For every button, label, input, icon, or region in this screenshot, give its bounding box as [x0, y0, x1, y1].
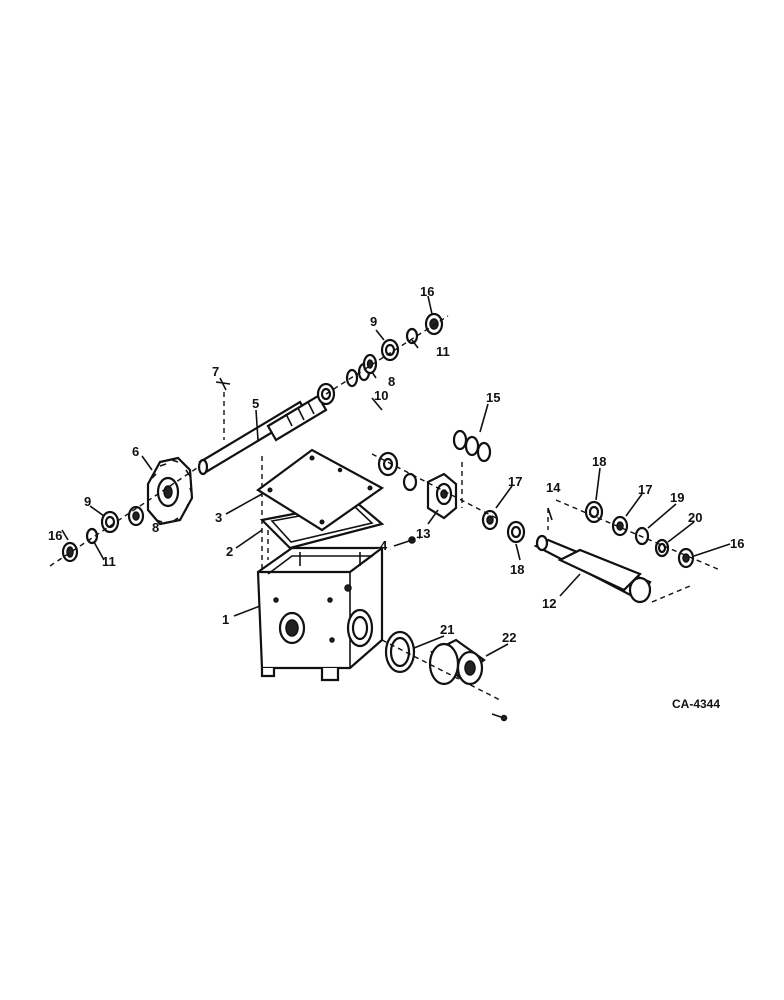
leader-lines	[61, 295, 731, 657]
callout-9-upper: 9	[370, 314, 377, 329]
assembly-lines	[49, 315, 721, 701]
callout-11-left: 11	[102, 554, 116, 569]
callout-18-center: 18	[510, 562, 524, 577]
callout-17-right: 17	[638, 482, 652, 497]
callout-11-upper: 11	[436, 344, 450, 359]
bevel-gear	[146, 456, 194, 526]
callout-15: 15	[486, 390, 500, 405]
callout-20: 20	[688, 510, 702, 525]
o-rings	[452, 429, 492, 463]
center-bearing-stack	[481, 509, 526, 544]
gearbox-housing	[256, 546, 384, 682]
cap-screw	[393, 536, 416, 547]
callout-12: 12	[542, 596, 556, 611]
callout-22: 22	[502, 630, 516, 645]
callout-8-left: 8	[152, 520, 159, 535]
catalog-code: CA-4344	[672, 697, 720, 711]
callout-5: 5	[252, 396, 259, 411]
callout-16-left: 16	[48, 528, 62, 543]
seal-ring	[384, 630, 416, 674]
callout-21: 21	[440, 622, 454, 637]
callout-4: 4	[380, 538, 388, 553]
output-flange-gear	[377, 451, 458, 520]
callout-7: 7	[212, 364, 219, 379]
callout-labels: 1 2 3 4 5 6 7 8 8 9 9 10 11 11 12 13 14 …	[48, 284, 744, 711]
callout-17-center: 17	[508, 474, 522, 489]
callout-3: 3	[215, 510, 222, 525]
left-bearing-stack	[61, 505, 145, 563]
callout-1: 1	[222, 612, 229, 627]
callout-6: 6	[132, 444, 139, 459]
pin	[215, 377, 231, 391]
callout-9-left: 9	[84, 494, 91, 509]
upper-bearing-stack	[316, 312, 444, 406]
top-cover-plate	[256, 448, 385, 532]
callout-13: 13	[416, 526, 430, 541]
upper-shaft	[197, 394, 328, 476]
callout-2: 2	[226, 544, 233, 559]
callout-18-right: 18	[592, 454, 606, 469]
callout-16-right: 16	[730, 536, 744, 551]
callout-10: 10	[374, 388, 388, 403]
lower-shaft	[533, 534, 652, 604]
callout-14: 14	[546, 480, 561, 495]
callout-8-upper: 8	[388, 374, 395, 389]
callout-19: 19	[670, 490, 684, 505]
callout-16-upper: 16	[420, 284, 434, 299]
drive-hub	[428, 638, 508, 722]
